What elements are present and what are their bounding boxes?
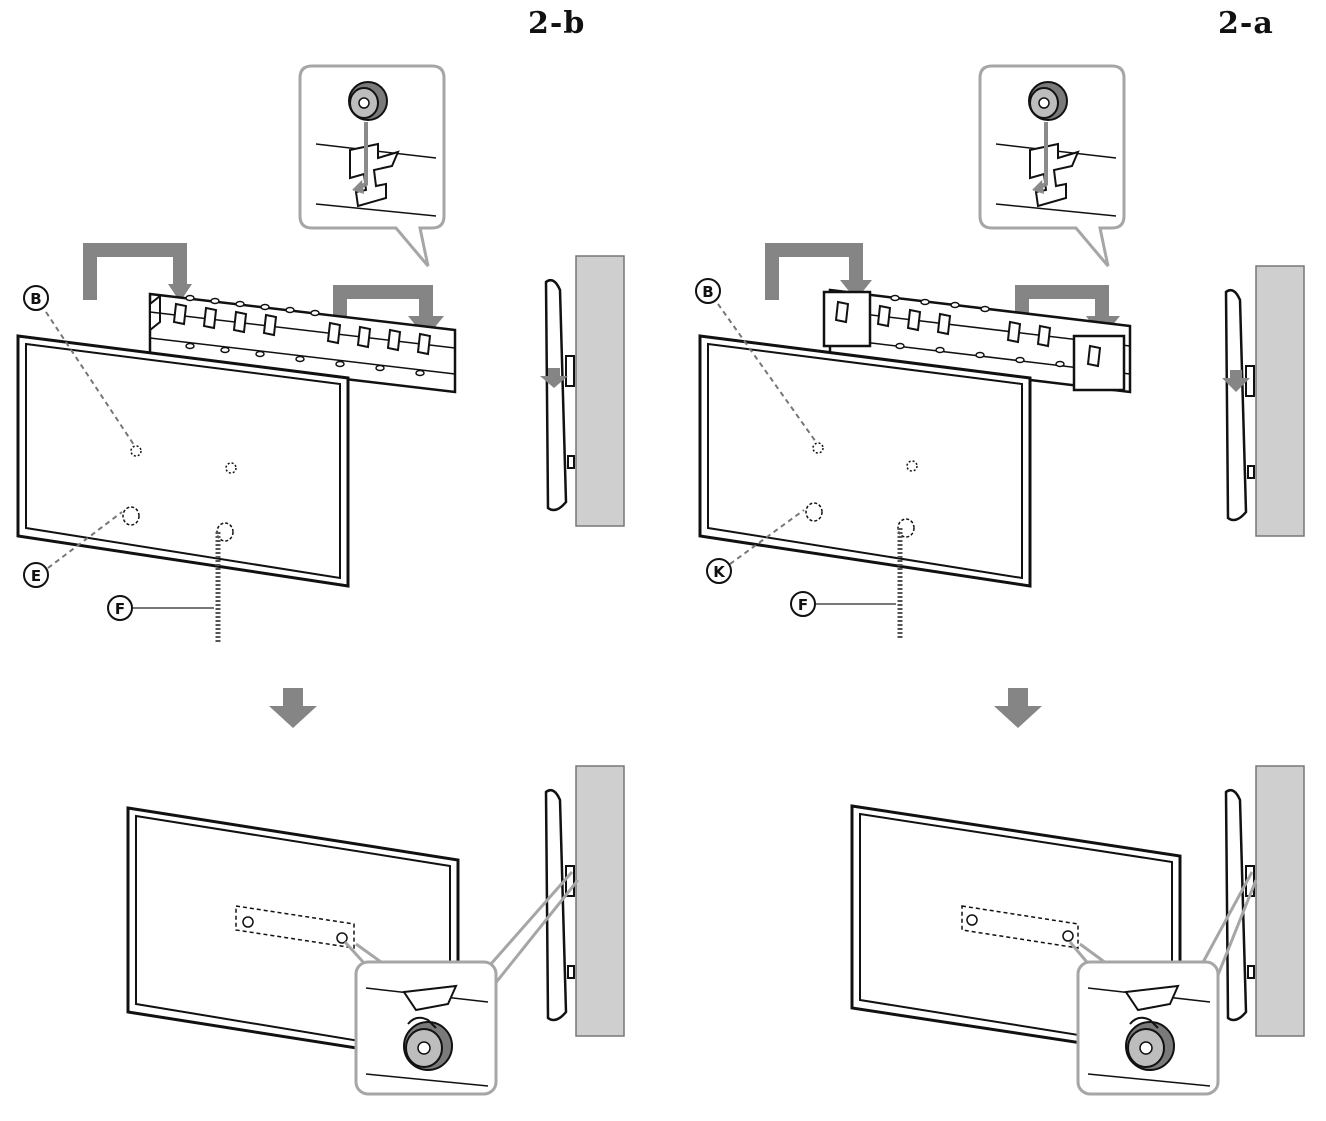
hook-detail-icon — [1076, 960, 1220, 1096]
svg-text:E: E — [31, 567, 41, 585]
side-profile-top-right — [1222, 264, 1306, 538]
wall-bracket-icon — [822, 288, 1132, 394]
tv-screen-icon — [16, 334, 350, 588]
wall-bracket-icon — [148, 292, 457, 394]
lift-arrow-left — [83, 243, 187, 300]
svg-text:B: B — [30, 290, 41, 308]
hook-detail-icon — [298, 64, 446, 268]
callout-K: K — [706, 558, 732, 584]
lift-arrow-right — [333, 285, 433, 338]
svg-text:K: K — [713, 563, 726, 581]
step-label-2b: 2-b — [528, 6, 586, 41]
down-arrow-icon — [994, 688, 1042, 728]
hook-detail-icon — [978, 64, 1126, 268]
lift-arrow-left — [765, 243, 863, 300]
panel-2b: B E F — [16, 64, 626, 1096]
panel-2a: B K F — [695, 64, 1306, 1096]
callout-B-left: B — [23, 285, 49, 311]
down-arrow-icon — [269, 688, 317, 728]
hook-detail-icon — [354, 960, 498, 1096]
side-profile-top-left — [540, 254, 626, 528]
callout-E: E — [23, 562, 49, 588]
step-label-2a: 2-a — [1218, 6, 1274, 41]
svg-text:F: F — [798, 596, 808, 614]
callout-B-right: B — [695, 278, 721, 304]
svg-text:F: F — [115, 600, 125, 618]
callout-F-left: F — [107, 595, 133, 621]
svg-text:B: B — [702, 283, 713, 301]
tv-screen-icon — [698, 334, 1032, 588]
callout-F-right: F — [790, 591, 816, 617]
